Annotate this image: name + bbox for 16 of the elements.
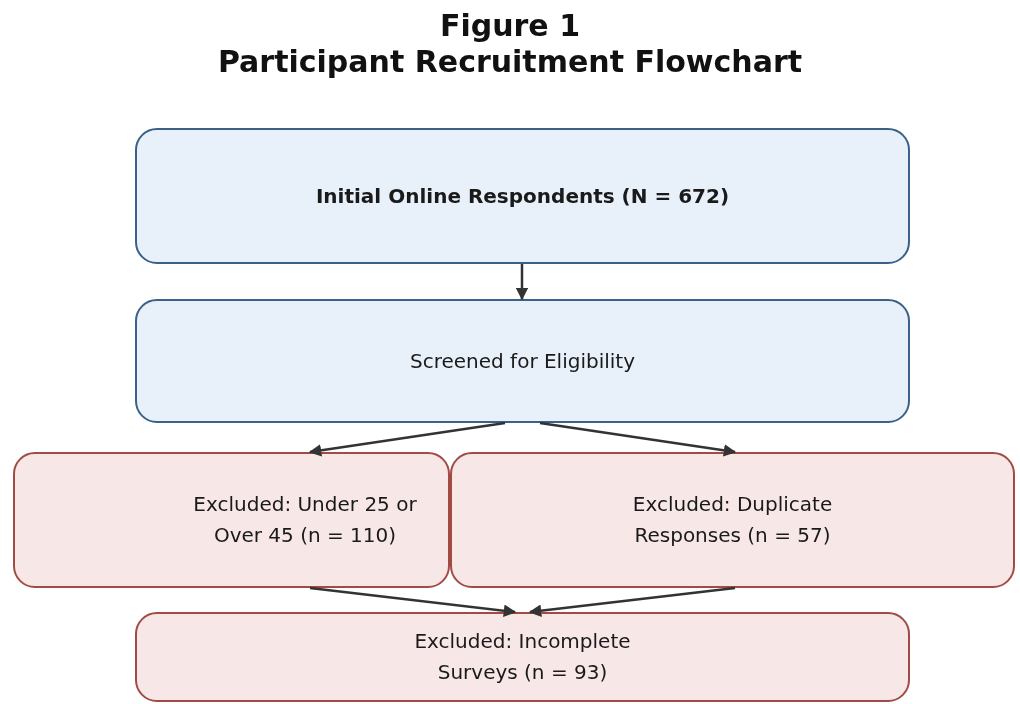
box-label: Excluded: Under 25 or Over 45 (n = 110) xyxy=(192,491,418,549)
box-label: Initial Online Respondents (N = 672) xyxy=(314,182,731,210)
process-box xyxy=(13,452,450,588)
box-label: Excluded: Incomplete Surveys (n = 93) xyxy=(413,628,632,686)
box-label: Excluded: Duplicate Responses (n = 57) xyxy=(631,491,834,549)
process-box xyxy=(135,299,910,423)
arrow xyxy=(309,586,517,617)
box-label: Screened for Eligibility xyxy=(409,347,636,375)
arrow xyxy=(539,421,737,457)
process-box xyxy=(450,452,1015,588)
arrow xyxy=(515,264,529,301)
process-box xyxy=(135,612,910,702)
process-box xyxy=(135,128,910,264)
arrow xyxy=(528,586,736,617)
diagram-title: Figure 1 Participant Recruitment Flowchart xyxy=(216,8,804,80)
arrow xyxy=(308,421,506,457)
